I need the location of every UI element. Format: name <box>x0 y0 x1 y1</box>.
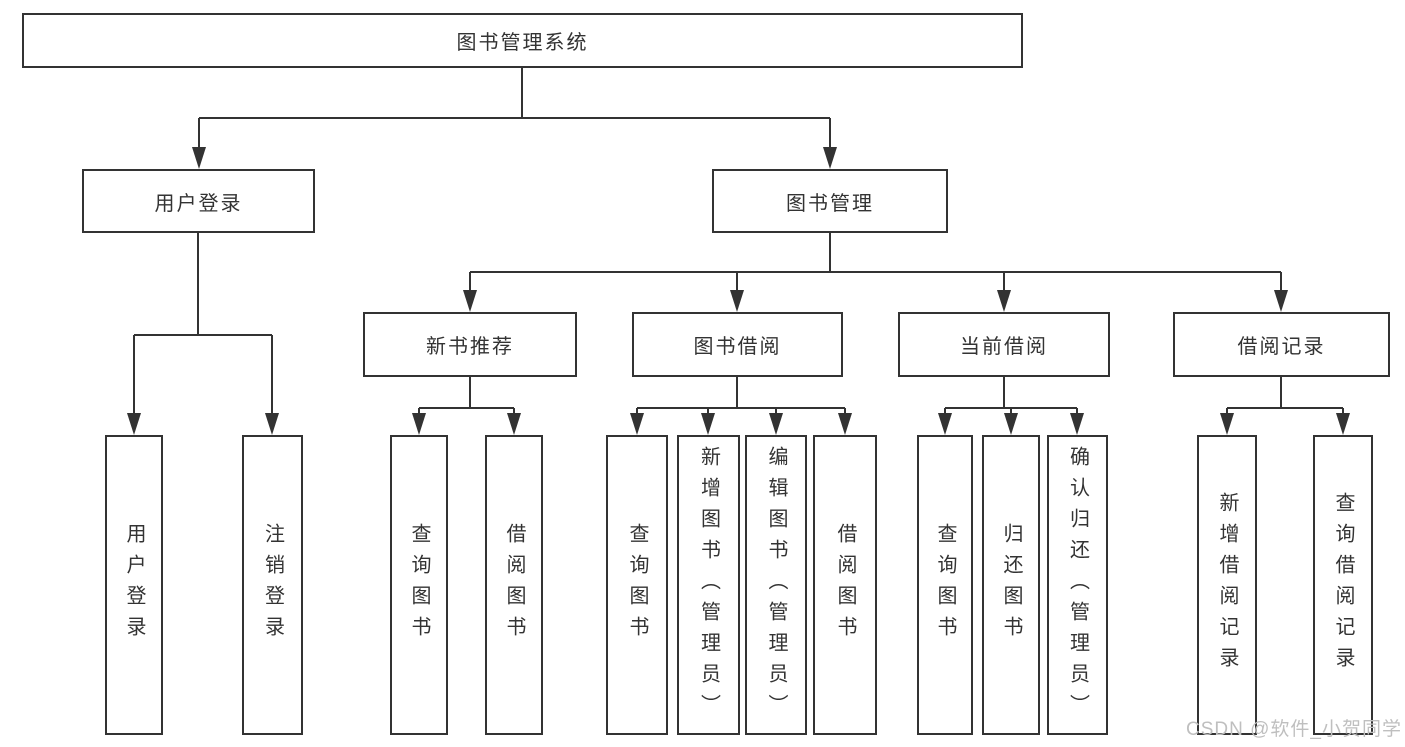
node-borrowing-records: 借阅记录 <box>1173 312 1390 377</box>
node-label: 图书管理系统 <box>456 32 589 54</box>
arrowhead-icon <box>1336 413 1350 435</box>
leaf-return-books: 归还图书 <box>982 435 1040 735</box>
arrowhead-icon <box>265 413 279 435</box>
node-label: 用户登录 <box>123 523 145 647</box>
leaf-add-borrow-record: 新增借阅记录 <box>1197 435 1257 735</box>
node-current-borrowing: 当前借阅 <box>898 312 1110 377</box>
arrowhead-icon <box>730 290 744 312</box>
leaf-borrow-books-recommend: 借阅图书 <box>485 435 543 735</box>
arrowhead-icon <box>823 147 837 169</box>
node-label: 借阅图书 <box>834 523 856 647</box>
node-label: 用户登录 <box>154 192 243 215</box>
leaf-logout-login: 注销登录 <box>242 435 303 735</box>
csdn-watermark: CSDN @软件_小贺同学 <box>1186 719 1402 740</box>
arrowhead-icon <box>997 290 1011 312</box>
arrowhead-icon <box>192 147 206 169</box>
node-user-login: 用户登录 <box>82 169 315 233</box>
arrowhead-icon <box>769 413 783 435</box>
arrowhead-icon <box>701 413 715 435</box>
arrowhead-icon <box>463 290 477 312</box>
node-label: 确认归还（管理员） <box>1066 445 1089 725</box>
arrowhead-icon <box>507 413 521 435</box>
node-label: 归还图书 <box>1000 523 1022 647</box>
node-label: 注销登录 <box>261 523 284 647</box>
connector-path <box>133 68 1344 416</box>
leaf-borrow-books-borrowing: 借阅图书 <box>813 435 877 735</box>
leaf-confirm-return-admin: 确认归还（管理员） <box>1047 435 1108 735</box>
node-label: 当前借阅 <box>960 336 1048 358</box>
node-book-management: 图书管理 <box>712 169 948 233</box>
node-book-borrowing: 图书借阅 <box>632 312 843 377</box>
node-label: 图书借阅 <box>693 336 782 358</box>
node-label: 借阅记录 <box>1237 336 1326 358</box>
leaf-edit-book-admin: 编辑图书（管理员） <box>745 435 807 735</box>
node-label: 查询图书 <box>934 523 956 647</box>
leaf-add-book-admin: 新增图书（管理员） <box>677 435 740 735</box>
node-label: 查询图书 <box>408 523 430 647</box>
node-label: 查询图书 <box>626 523 648 647</box>
leaf-query-books-current: 查询图书 <box>917 435 973 735</box>
leaf-query-books-recommend: 查询图书 <box>390 435 448 735</box>
node-library-management-system: 图书管理系统 <box>22 13 1023 68</box>
node-label: 新书推荐 <box>426 336 514 358</box>
node-label: 编辑图书（管理员） <box>765 445 787 725</box>
arrowhead-icon <box>1004 413 1018 435</box>
arrowhead-icon <box>1274 290 1288 312</box>
arrowhead-icon <box>938 413 952 435</box>
node-label: 新增图书（管理员） <box>697 445 720 725</box>
arrowhead-icon <box>630 413 644 435</box>
node-new-book-recommendation: 新书推荐 <box>363 312 577 377</box>
arrowhead-icon <box>1070 413 1084 435</box>
leaf-query-borrow-record: 查询借阅记录 <box>1313 435 1373 735</box>
node-label: 图书管理 <box>786 192 874 215</box>
arrowhead-icon <box>1220 413 1234 435</box>
leaf-query-books-borrowing: 查询图书 <box>606 435 668 735</box>
arrowhead-icons <box>127 147 1350 435</box>
arrowhead-icon <box>412 413 426 435</box>
node-label: 借阅图书 <box>503 523 525 647</box>
arrowhead-icon <box>127 413 141 435</box>
arrowhead-icon <box>838 413 852 435</box>
node-label: 新增借阅记录 <box>1216 492 1238 678</box>
node-label: 查询借阅记录 <box>1332 492 1354 678</box>
leaf-user-login: 用户登录 <box>105 435 163 735</box>
